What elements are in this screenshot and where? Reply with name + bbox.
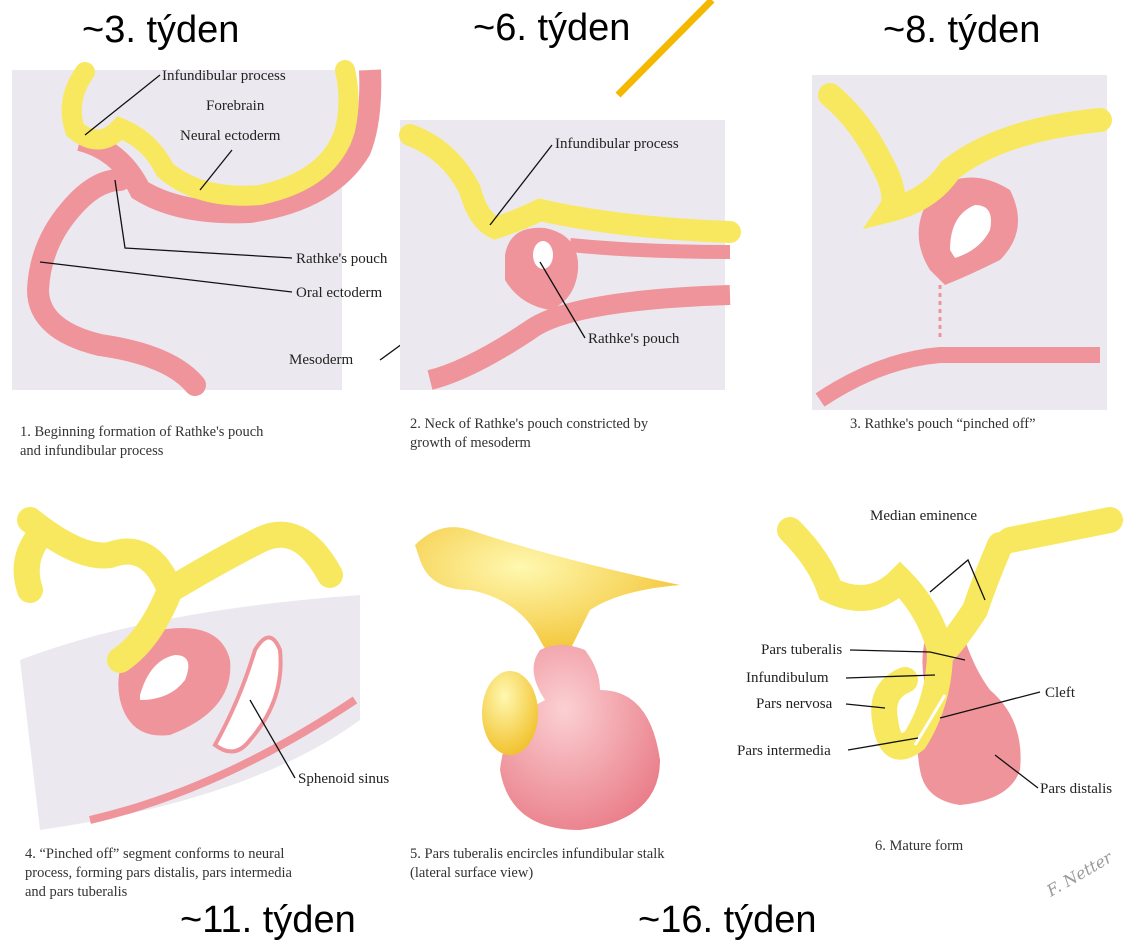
panel-6-label-pars-tuberalis: Pars tuberalis: [761, 642, 842, 658]
panel-5-caption: 5. Pars tuberalis encircles infundibular…: [410, 846, 665, 862]
week-label-6: ~6. týden: [473, 7, 630, 49]
panel-6-label-cleft: Cleft: [1045, 685, 1076, 701]
panel-2-label-infundibular-process: Infundibular process: [555, 136, 679, 152]
panel-6: Median eminence Pars tuberalis Infundibu…: [737, 508, 1117, 901]
panel-1-label-neural-ectoderm: Neural ectoderm: [180, 128, 281, 144]
panel-2: Infundibular process Rathke's pouch 2. N…: [400, 120, 730, 451]
panel-4-caption-3: and pars tuberalis: [25, 884, 128, 900]
panel-4-caption-2: process, forming pars distalis, pars int…: [25, 865, 293, 881]
panel-1-caption: 1. Beginning formation of Rathke's pouch: [20, 424, 264, 440]
panel-2-label-rathkes-pouch: Rathke's pouch: [588, 331, 680, 347]
panel-5: 5. Pars tuberalis encircles infundibular…: [410, 527, 680, 881]
panel-5-pars-nervosa: [482, 671, 538, 755]
panel-6-label-pars-intermedia: Pars intermedia: [737, 743, 831, 759]
panel-1-label-infundibular-process: Infundibular process: [162, 68, 286, 84]
panel-6-caption: 6. Mature form: [875, 838, 964, 854]
panel-3: 3. Rathke's pouch “pinched off”: [812, 75, 1107, 432]
week-label-8: ~8. týden: [883, 9, 1040, 51]
panel-6-label-pars-nervosa: Pars nervosa: [756, 696, 833, 712]
panel-1-caption-2: and infundibular process: [20, 443, 164, 459]
panel-2-caption: 2. Neck of Rathke's pouch constricted by: [410, 416, 649, 432]
panel-1-label-forebrain: Forebrain: [206, 98, 265, 114]
panel-1-label-mesoderm: Mesoderm: [289, 352, 353, 368]
panel-4: Sphenoid sinus 4. “Pinched off” segment …: [20, 520, 389, 900]
week-label-16: ~16. týden: [638, 899, 817, 941]
panel-4-label-sphenoid-sinus: Sphenoid sinus: [298, 771, 389, 787]
panel-4-caption: 4. “Pinched off” segment conforms to neu…: [25, 846, 284, 862]
panel-6-label-median-eminence: Median eminence: [870, 508, 977, 524]
panel-1-label-oral-ectoderm: Oral ectoderm: [296, 285, 383, 301]
accent-line: [618, 0, 712, 95]
panel-6-label-pars-distalis: Pars distalis: [1040, 781, 1112, 797]
panel-2-pink-upper: [570, 245, 730, 252]
panel-2-caption-2: growth of mesoderm: [410, 435, 532, 451]
week-label-11: ~11. týden: [180, 899, 356, 941]
week-label-3: ~3. týden: [82, 9, 239, 51]
panel-2-pouch-lumen: [533, 241, 553, 269]
panel-1: Infundibular process Forebrain Neural ec…: [12, 68, 428, 459]
panel-3-caption: 3. Rathke's pouch “pinched off”: [850, 416, 1036, 432]
panel-1-label-rathkes-pouch: Rathke's pouch: [296, 251, 388, 267]
panel-5-caption-2: (lateral surface view): [410, 865, 533, 881]
panel-6-label-infundibulum: Infundibulum: [746, 670, 829, 686]
netter-signature: F. Netter: [1042, 847, 1116, 901]
panel-5-yellow-cap: [415, 527, 680, 660]
